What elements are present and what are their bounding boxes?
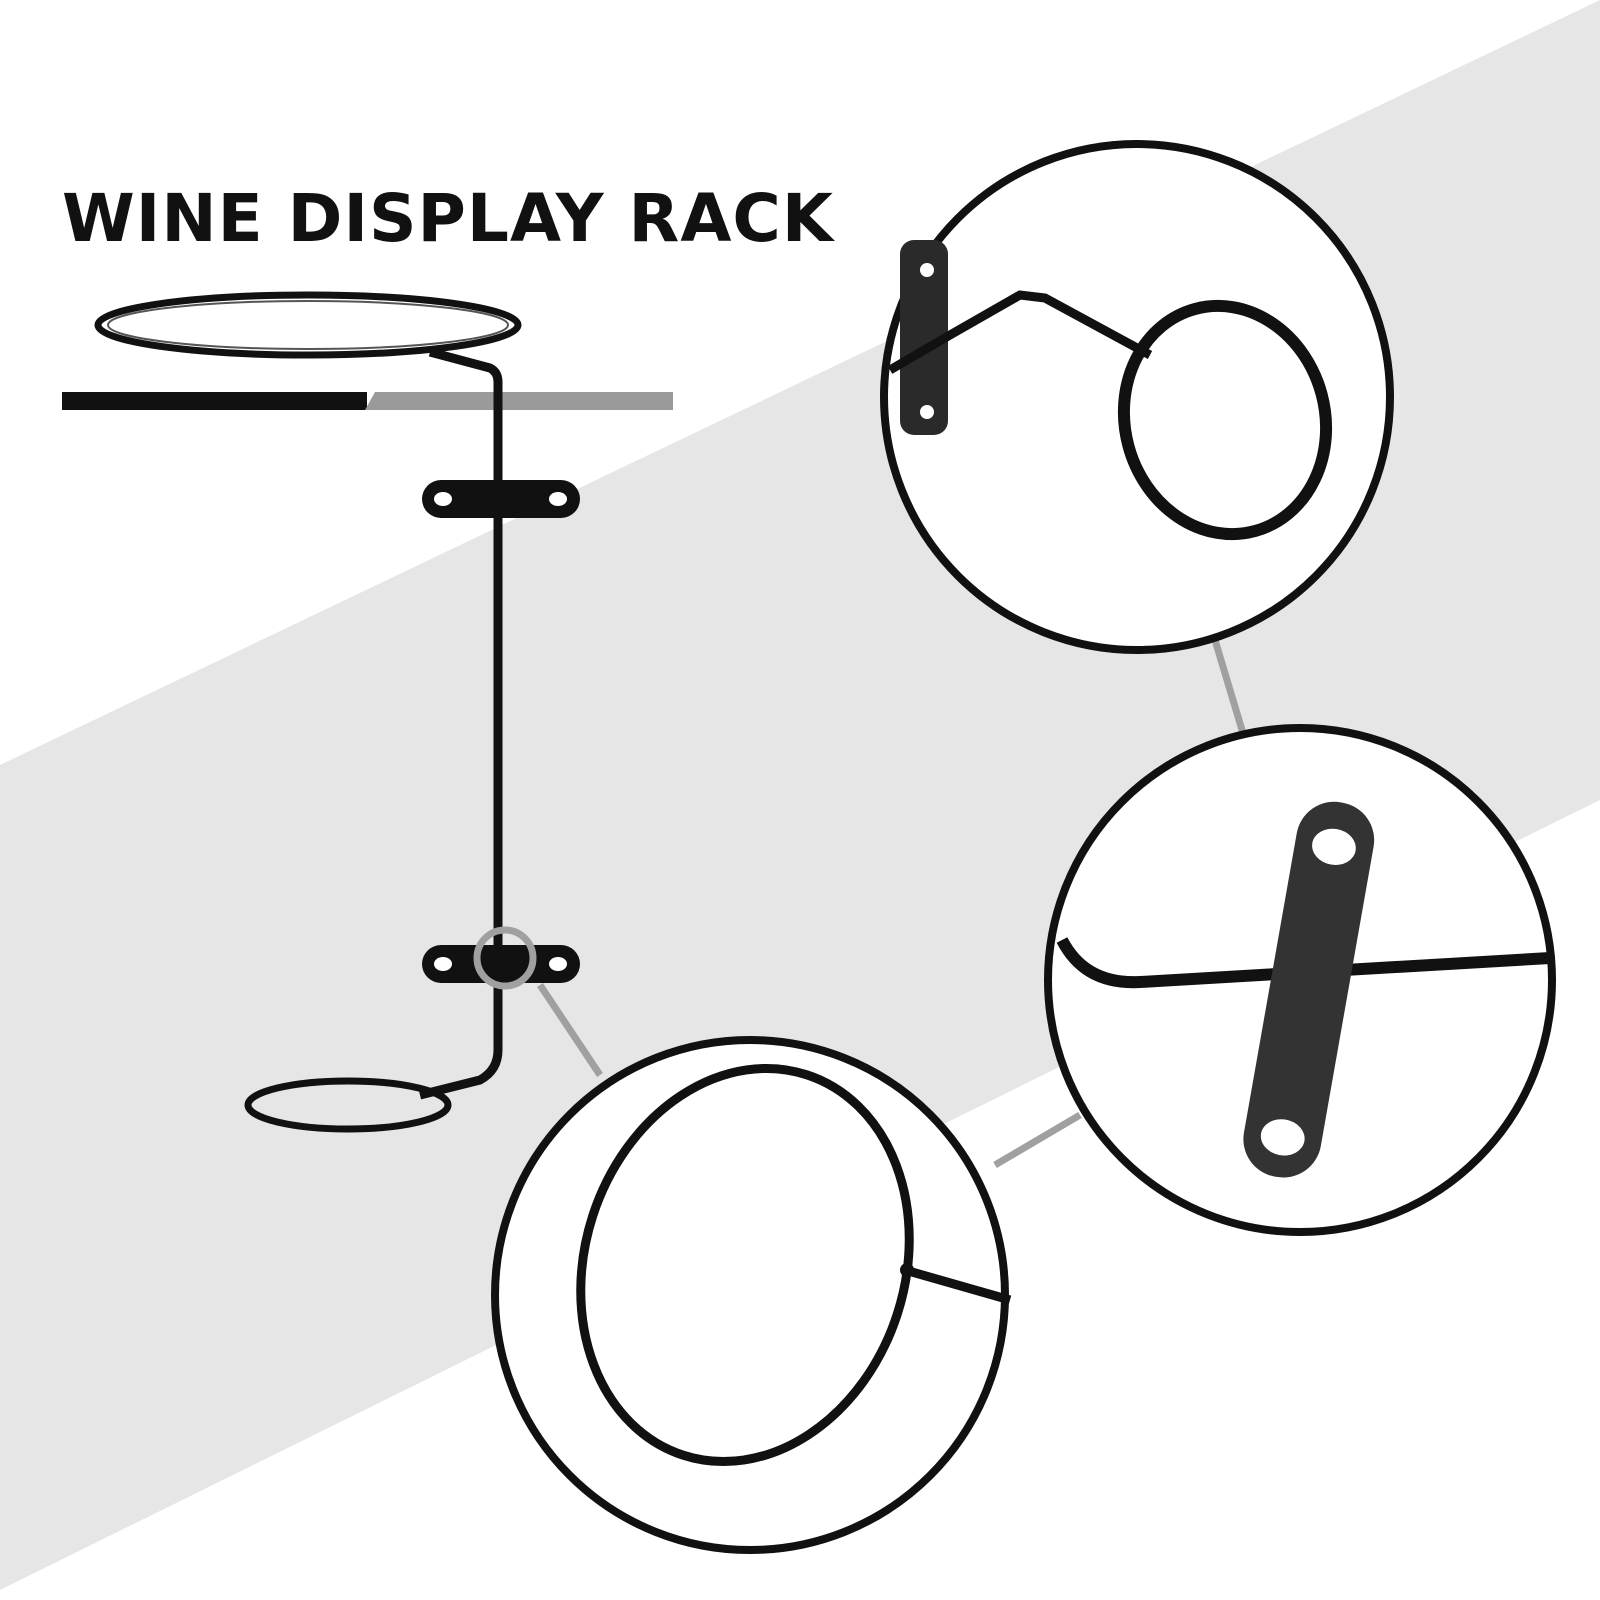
wine-rack-product bbox=[94, 291, 580, 1133]
lower-mounting-plate bbox=[422, 945, 580, 983]
bottom-ring bbox=[244, 1077, 452, 1133]
connector-line-bottom bbox=[537, 983, 603, 1077]
title-underline-dark bbox=[62, 392, 367, 410]
connector-line-right bbox=[1211, 638, 1249, 742]
connector-line-middle bbox=[993, 1111, 1082, 1169]
title-underline-light bbox=[365, 392, 673, 410]
zoom-circle-mounting-plate bbox=[1044, 724, 1556, 1236]
top-ring bbox=[94, 291, 522, 359]
page-title: WINE DISPLAY RACK bbox=[62, 180, 834, 257]
vertical-bar bbox=[418, 347, 503, 1100]
detail-highlight-ring bbox=[473, 926, 537, 990]
upper-mounting-plate bbox=[422, 480, 580, 518]
zoom-circle-ring-arm bbox=[880, 140, 1394, 654]
zoom-circle-ring-weld bbox=[491, 1036, 1012, 1554]
